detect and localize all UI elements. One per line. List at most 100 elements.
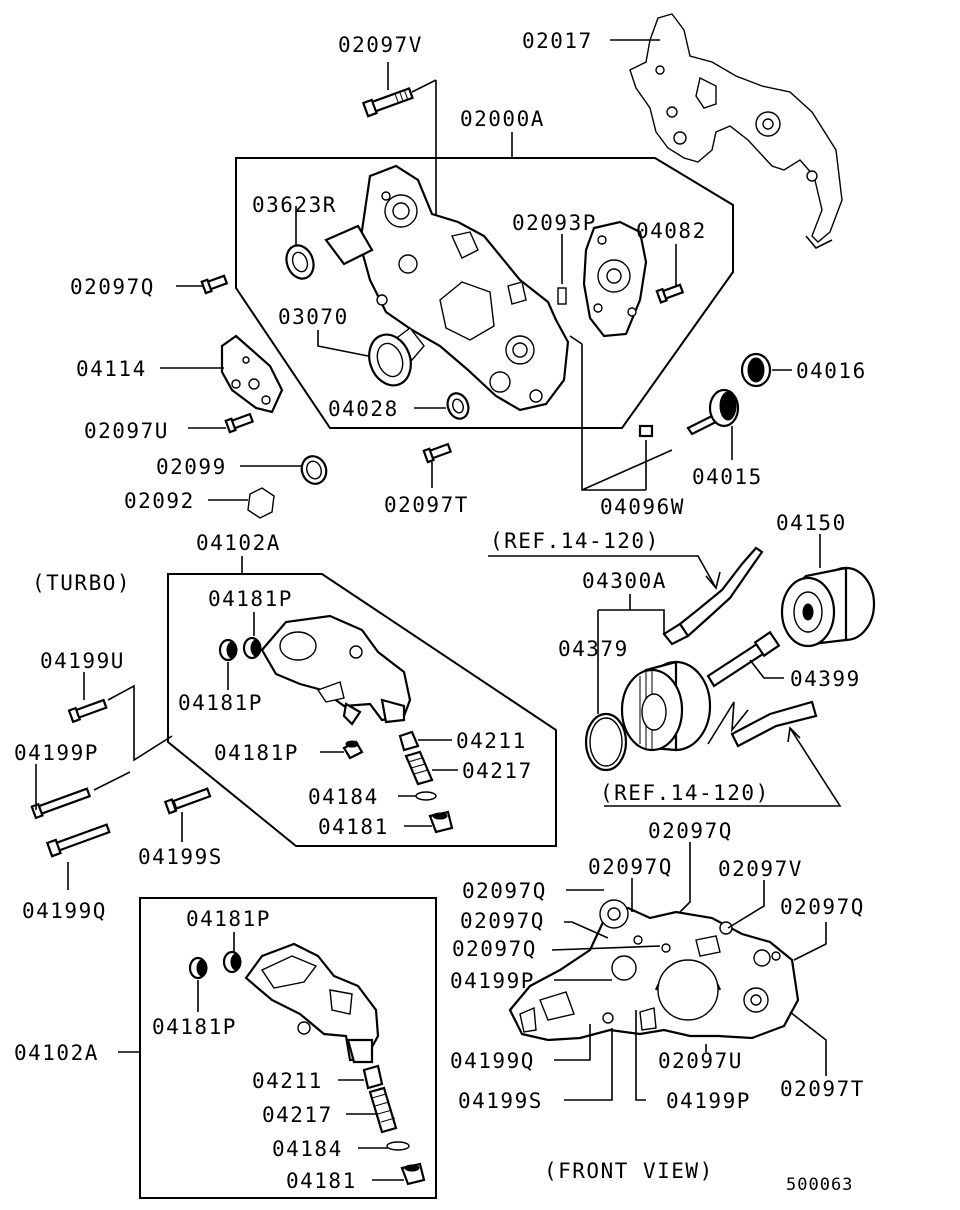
label-04399: 04399 (790, 667, 861, 691)
label-04181-turbo: 04181 (318, 815, 389, 839)
label-04199S-left: 04199S (138, 845, 223, 869)
label-04096W: 04096W (600, 495, 685, 519)
connector-04399 (706, 630, 781, 688)
group-frame-non-turbo (139, 897, 437, 1199)
cap-04181P (342, 740, 364, 760)
label-front-view-02097T: 02097T (780, 1077, 865, 1101)
label-04181P-d: 04181P (186, 907, 271, 931)
gear-04016 (740, 352, 772, 388)
hose-ref-top (662, 546, 764, 646)
label-04211-turbo: 04211 (456, 729, 527, 753)
plug-04181P-non-turbo (188, 950, 242, 980)
spring-04217-non-turbo (368, 1086, 398, 1134)
label-04300A: 04300A (582, 569, 667, 593)
diagram-number: 500063 (786, 1175, 853, 1195)
bolt-04199S (163, 787, 212, 815)
label-02097U-left: 02097U (84, 419, 169, 443)
ring-02099 (300, 455, 328, 485)
label-04217-non-turbo: 04217 (262, 1103, 333, 1127)
label-04217-turbo: 04217 (462, 759, 533, 783)
bolt-04082 (655, 283, 685, 304)
plug-04181-non-turbo (400, 1162, 426, 1186)
label-04199P-left: 04199P (14, 741, 99, 765)
plug-04181 (428, 810, 454, 834)
label-04181P-b: 04181P (178, 691, 263, 715)
label-04114: 04114 (76, 357, 147, 381)
label-04184-non-turbo: 04184 (272, 1137, 343, 1161)
valve-04211 (398, 730, 420, 752)
oil-cooler-04300A (620, 660, 712, 752)
bolt-02097T (422, 442, 453, 464)
label-04082: 04082 (636, 219, 707, 243)
label-04181P-c: 04181P (214, 741, 299, 765)
hose-ref-bottom (730, 700, 818, 748)
label-front-view-02097Q-f: 02097Q (452, 937, 537, 961)
break-symbol (707, 701, 749, 745)
label-04199U: 04199U (40, 649, 125, 673)
label-04184-turbo: 04184 (308, 785, 379, 809)
plug-04181P (218, 636, 262, 662)
label-04199Q-left: 04199Q (22, 899, 107, 923)
oil-seal-03070 (368, 333, 412, 387)
valve-04211-non-turbo (362, 1064, 384, 1090)
label-02099: 02099 (156, 455, 227, 479)
label-02093P: 02093P (512, 211, 597, 235)
bolt-04199U (67, 698, 108, 724)
bolt-02097U (224, 412, 255, 434)
ring-02092 (247, 487, 275, 519)
label-front-view-02097Q-d: 02097Q (780, 895, 865, 919)
spring-04217 (404, 750, 434, 786)
oil-filter-bracket (244, 942, 380, 1064)
bolt-04096W (638, 424, 654, 438)
o-ring-04028 (446, 392, 470, 420)
label-04181-non-turbo: 04181 (286, 1169, 357, 1193)
leader-03070 (317, 330, 369, 357)
bolt-02097V (361, 87, 414, 118)
front-view-engine (508, 899, 800, 1042)
bracket-04114 (220, 334, 284, 414)
oil-seal-03623R (285, 244, 315, 280)
label-front-view-02097Q-b: 02097Q (588, 855, 673, 879)
group-frame-turbo (167, 573, 557, 847)
label-04015: 04015 (692, 465, 763, 489)
label-04102A-non-turbo: 04102A (14, 1041, 99, 1065)
pin-02093P (557, 287, 567, 305)
label-front-view-04199P-a: 04199P (450, 969, 535, 993)
label-04379: 04379 (558, 637, 629, 661)
label-02097Q-left: 02097Q (70, 275, 155, 299)
label-02000A: 02000A (460, 107, 545, 131)
label-front-view: (FRONT VIEW) (544, 1159, 714, 1183)
gasket-04184-non-turbo (386, 1141, 410, 1151)
label-front-view-04199S: 04199S (458, 1089, 543, 1113)
label-04181P-e: 04181P (152, 1015, 237, 1039)
label-turbo: (TURBO) (32, 571, 131, 595)
gasket-02017 (629, 13, 843, 249)
label-04102A-turbo: 04102A (196, 531, 281, 555)
gasket-04184 (415, 791, 437, 801)
label-04016: 04016 (796, 359, 867, 383)
label-ref-bottom: (REF.14-120) (600, 781, 770, 805)
oil-pump-case (324, 164, 570, 412)
label-04181P-a: 04181P (208, 587, 293, 611)
label-02017: 02017 (522, 29, 593, 53)
label-front-view-02097U: 02097U (658, 1049, 743, 1073)
oil-filter-04150 (780, 566, 876, 648)
bolt-02097Q (200, 274, 229, 295)
label-front-view-02097V: 02097V (718, 857, 803, 881)
label-04028: 04028 (328, 397, 399, 421)
label-front-view-02097Q-e: 02097Q (460, 909, 545, 933)
bolt-04199Q (45, 823, 111, 858)
label-03070: 03070 (278, 305, 349, 329)
oil-filter-bracket-turbo (260, 614, 412, 726)
label-02097V-top: 02097V (338, 33, 423, 57)
label-front-view-02097Q-c: 02097Q (462, 879, 547, 903)
gear-shaft-04015 (686, 388, 740, 436)
label-03623R: 03623R (252, 193, 337, 217)
bolt-04199P (30, 787, 92, 820)
oil-pump-cover (582, 220, 648, 338)
label-front-view-04199Q: 04199Q (450, 1049, 535, 1073)
label-02092: 02092 (124, 489, 195, 513)
group-frame-02000A (235, 157, 734, 429)
label-front-view-04199P-b: 04199P (666, 1089, 751, 1113)
label-02097T-mid: 02097T (384, 493, 469, 517)
